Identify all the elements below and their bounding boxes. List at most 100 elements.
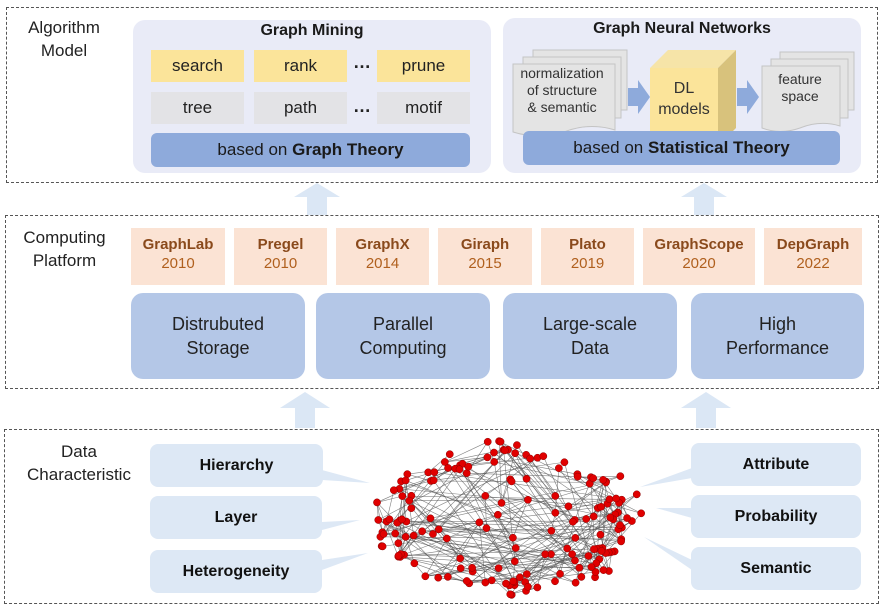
network-edge — [400, 524, 621, 558]
network-edge — [430, 518, 552, 555]
network-edge — [380, 536, 622, 540]
graph-theory-bar: based on Graph Theory — [151, 133, 470, 167]
platform-graphx: GraphX 2014 — [336, 228, 429, 285]
network-edge — [479, 506, 602, 523]
network-edge — [484, 495, 487, 529]
network-node — [551, 492, 560, 500]
network-edge — [389, 519, 529, 588]
network-node — [556, 570, 564, 578]
network-edge — [414, 563, 470, 584]
network-edge — [434, 471, 617, 499]
network-edge — [574, 498, 617, 561]
network-node — [429, 476, 438, 485]
algo-chip-prune: prune — [377, 50, 470, 82]
network-node — [444, 464, 452, 472]
network-edge — [526, 478, 556, 513]
callout-tail-layer — [322, 520, 360, 530]
network-node — [445, 450, 454, 459]
network-edge — [425, 538, 448, 577]
characteristic-layer: Layer — [150, 496, 322, 539]
network-node — [569, 517, 577, 526]
data-characteristic-label: Data Characteristic — [14, 440, 144, 486]
platform-name: GraphScope — [654, 236, 744, 253]
network-edge — [432, 482, 606, 535]
network-edge — [447, 467, 487, 529]
dl-model-label: DL models — [650, 78, 718, 120]
network-node — [511, 544, 520, 552]
network-node — [468, 563, 476, 572]
network-edge — [378, 519, 406, 538]
algorithm-model-label: Algorithm Model — [14, 16, 114, 62]
platform-pregel: Pregel 2010 — [234, 228, 327, 285]
network-edge — [555, 468, 560, 513]
network-node — [398, 515, 406, 524]
network-node — [573, 472, 582, 481]
network-node — [434, 525, 443, 534]
network-edge — [529, 458, 556, 497]
feature-line2: Computing — [359, 338, 447, 358]
network-edge — [398, 469, 460, 556]
callout-tail-hierarchy — [322, 470, 370, 483]
statistical-theory-prefix: based on — [573, 138, 648, 157]
characteristic-heterogeneity: Heterogeneity — [150, 550, 322, 593]
network-edge — [413, 529, 439, 536]
feature-line2: Data — [570, 338, 610, 358]
platform-year: 2015 — [468, 255, 502, 272]
platform-year: 2019 — [570, 255, 605, 272]
network-edge — [459, 469, 514, 538]
network-node — [589, 512, 598, 521]
network-node — [507, 477, 516, 486]
network-node — [597, 502, 605, 511]
network-node — [434, 573, 443, 582]
characteristic-attribute: Attribute — [691, 443, 861, 486]
callout-tail-semantic — [644, 537, 692, 570]
network-node — [563, 544, 572, 553]
network-node — [526, 454, 534, 463]
network-node — [617, 537, 625, 546]
network-node — [444, 573, 452, 581]
network-edge — [383, 533, 597, 564]
network-node — [456, 554, 465, 563]
network-node — [510, 557, 519, 566]
network-node — [497, 499, 506, 507]
network-node — [616, 521, 624, 529]
network-node — [440, 458, 449, 466]
gnn-output-line1: feature — [778, 71, 822, 87]
network-edge — [498, 530, 552, 569]
characteristic-semantic: Semantic — [691, 547, 861, 590]
network-edge — [497, 498, 610, 516]
network-node — [405, 496, 414, 505]
document-stack-icon — [512, 49, 628, 137]
up-arrow-icon — [681, 392, 731, 428]
algo-chip-motif: motif — [377, 92, 470, 124]
network-node — [589, 474, 598, 483]
feature-line1: Large-scale — [542, 314, 638, 334]
network-node — [379, 530, 388, 538]
network-node — [426, 514, 435, 523]
network-node — [464, 462, 473, 471]
network-node — [455, 465, 464, 474]
network-node — [502, 579, 510, 588]
network-node — [587, 563, 596, 571]
document-stack-icon — [761, 51, 855, 132]
network-edge — [382, 512, 618, 547]
platform-graphlab: GraphLab 2010 — [131, 228, 225, 285]
network-node — [541, 550, 550, 559]
network-node — [597, 547, 606, 555]
network-node — [494, 510, 502, 519]
network-edge — [511, 481, 552, 531]
network-node — [490, 448, 498, 457]
network-node — [555, 464, 563, 473]
gnn-output-line2: space — [781, 88, 819, 104]
algo-chip-search: search — [151, 50, 244, 82]
network-node — [571, 578, 580, 587]
network-node — [394, 551, 403, 560]
network-node — [373, 498, 381, 507]
ellipsis: … — [353, 96, 371, 116]
algo-chip-path: path — [254, 92, 347, 124]
network-node — [575, 563, 584, 572]
data-characteristic-label-line1: Data — [61, 442, 97, 461]
network-edge — [430, 480, 606, 483]
